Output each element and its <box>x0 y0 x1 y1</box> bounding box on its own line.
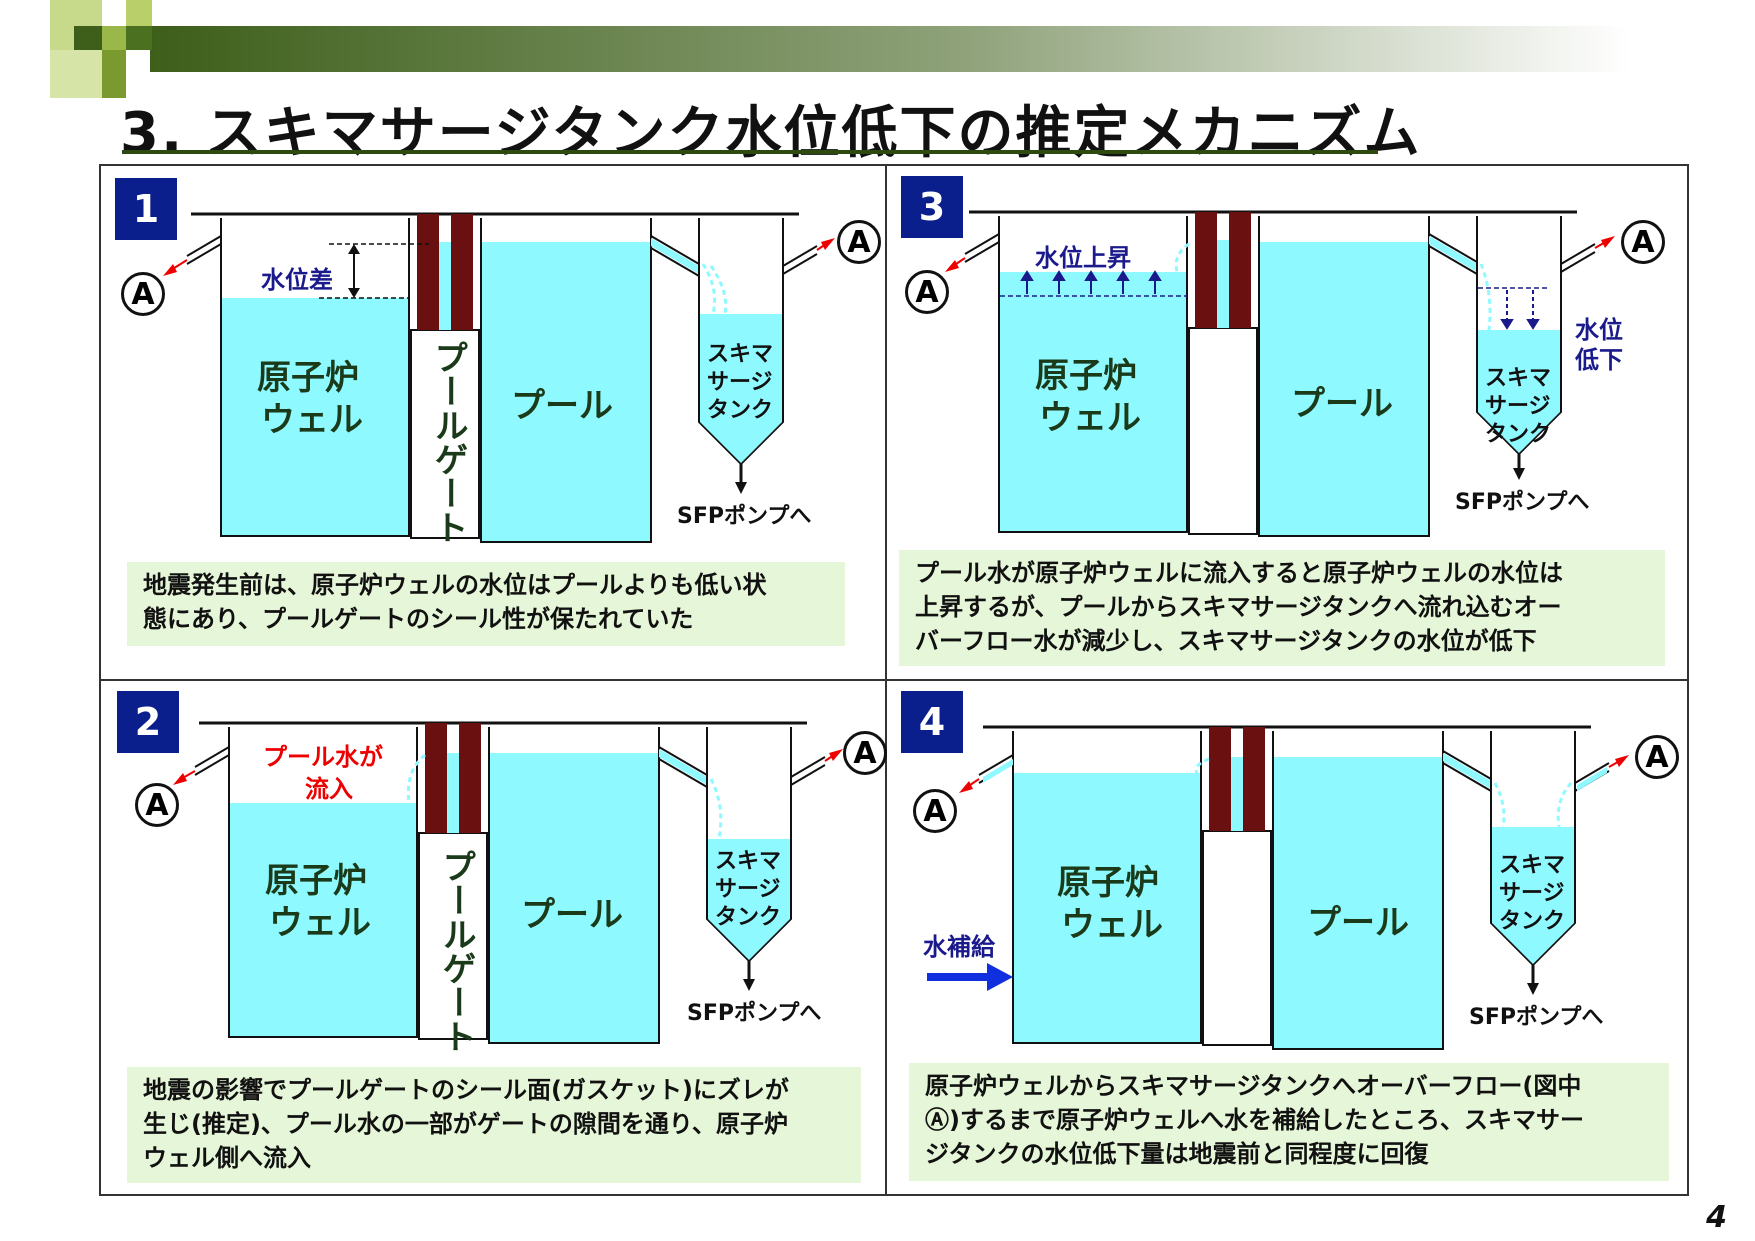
panel-4-caption-line: 原子炉ウェルからスキマサージタンクへオーバーフロー(図中 <box>925 1072 1582 1100</box>
panel-2-caption-line: ウェル側へ流入 <box>143 1144 311 1172</box>
panel-1-skimmer-line1: スキマ <box>707 342 774 367</box>
panel-2-reactor-well-line2: ウェル <box>269 903 371 943</box>
panel-2-skimmer-line3: タンク <box>715 905 782 930</box>
panel-3-reactor-well-line2: ウェル <box>1039 398 1141 438</box>
panel-2-inflow-label-line1: プール水が <box>263 743 383 771</box>
panel-1-caption: 地震発生前は、原子炉ウェルの水位はプールよりも低い状 態にあり、プールゲートのシ… <box>127 562 845 646</box>
title-underline <box>122 150 1378 154</box>
panel-3-caption: プール水が原子炉ウェルに流入すると原子炉ウェルの水位は 上昇するが、プールからス… <box>899 550 1665 666</box>
panel-4-pool-label: プール <box>1307 903 1409 943</box>
panel-3-caption-line: 上昇するが、プールからスキマサージタンクへ流れ込むオー <box>915 593 1562 621</box>
panel-2-number: 2 <box>117 691 179 753</box>
panel-3-marker-a-left: A <box>905 270 949 314</box>
panel-1: 1 A A 水位差 原子炉 ウェル プールゲート プール スキマ サージ タンク… <box>99 164 885 679</box>
panel-4-skimmer-line1: スキマ <box>1499 853 1566 878</box>
panel-3-level-drop-line2: 低下 <box>1575 346 1623 374</box>
panel-4-skimmer-line2: サージ <box>1499 881 1565 906</box>
panel-4-skimmer-line3: タンク <box>1499 909 1566 934</box>
panel-1-diagram <box>163 212 835 543</box>
panel-4-number: 4 <box>901 691 963 753</box>
page-title: 3. スキマサージタンク水位低下の推定メカニズム <box>120 101 1422 166</box>
panel-4-sfp-pump-label: SFPポンプへ <box>1469 1005 1604 1030</box>
panel-3-sfp-pump-label: SFPポンプへ <box>1455 490 1590 515</box>
panel-3-marker-a-right: A <box>1621 220 1665 264</box>
panel-2-caption-line: 地震の影響でプールゲートのシール面(ガスケット)にズレが <box>143 1076 789 1104</box>
panel-2-caption: 地震の影響でプールゲートのシール面(ガスケット)にズレが 生じ(推定)、プール水… <box>127 1067 861 1183</box>
panel-4-reactor-well-line1: 原子炉 <box>1057 863 1159 903</box>
panel-1-marker-a-right: A <box>837 220 881 264</box>
panel-4-reactor-well-line2: ウェル <box>1061 905 1163 945</box>
panel-2-skimmer-line1: スキマ <box>715 849 782 874</box>
panel-4-caption-line: ジタンクの水位低下量は地震前と同程度に回復 <box>925 1140 1429 1168</box>
panel-4-marker-a-left: A <box>913 789 957 833</box>
panel-4-diagram <box>927 725 1629 1050</box>
panel-1-skimmer-line3: タンク <box>707 398 774 423</box>
panel-2-pool-gate-label: プールゲート <box>436 849 476 1053</box>
panel-3-reactor-well-line1: 原子炉 <box>1035 356 1137 396</box>
panel-1-reactor-well-line1: 原子炉 <box>257 358 359 398</box>
panel-3-pool-label: プール <box>1291 384 1393 424</box>
grid-divider-horizontal <box>99 679 1689 681</box>
panel-3-skimmer-line1: スキマ <box>1485 366 1552 391</box>
panel-3-level-drop-line1: 水位 <box>1575 316 1623 344</box>
panel-1-marker-a-left: A <box>121 272 165 316</box>
panel-2-reactor-well-line1: 原子炉 <box>265 861 367 901</box>
panel-1-reactor-well-line2: ウェル <box>261 400 363 440</box>
panel-3-caption-line: プール水が原子炉ウェルに流入すると原子炉ウェルの水位は <box>915 559 1563 587</box>
panel-2: 2 A A プール水が 流入 原子炉 ウェル プールゲート プール スキマ サー… <box>99 681 887 1196</box>
panel-2-sfp-pump-label: SFPポンプへ <box>687 1001 822 1026</box>
panel-1-level-difference-label: 水位差 <box>261 266 333 294</box>
panel-2-inflow-label-line2: 流入 <box>305 775 353 803</box>
panel-3-number: 3 <box>901 176 963 238</box>
panel-4: 4 A A 水補給 原子炉 ウェル プール スキマ サージ タンク SFPポンプ… <box>887 681 1689 1196</box>
panel-2-marker-a-right: A <box>843 731 887 775</box>
panel-1-sfp-pump-label: SFPポンプへ <box>677 504 812 529</box>
panel-2-diagram <box>173 721 843 1044</box>
panel-1-pool-gate-label: プールゲート <box>428 340 468 544</box>
page-number: 4 <box>1706 1200 1727 1235</box>
panel-2-marker-a-left: A <box>135 783 179 827</box>
panel-1-pool-label: プール <box>511 386 613 426</box>
panel-1-caption-line: 地震発生前は、原子炉ウェルの水位はプールよりも低い状 <box>143 571 767 599</box>
panel-4-caption: 原子炉ウェルからスキマサージタンクへオーバーフロー(図中 Ⓐ)するまで原子炉ウェ… <box>909 1063 1669 1181</box>
panel-3-level-rise-label: 水位上昇 <box>1035 244 1131 272</box>
panel-2-caption-line: 生じ(推定)、プール水の一部がゲートの隙間を通り、原子炉 <box>143 1110 788 1138</box>
panel-4-marker-a-right: A <box>1635 735 1679 779</box>
panel-2-skimmer-line2: サージ <box>715 877 781 902</box>
panel-4-caption-line: Ⓐ)するまで原子炉ウェルへ水を補給したところ、スキマサー <box>925 1106 1584 1134</box>
panel-2-pool-label: プール <box>521 895 623 935</box>
panel-1-skimmer-line2: サージ <box>707 370 773 395</box>
panel-3-diagram <box>945 210 1615 537</box>
panel-3-caption-line: バーフロー水が減少し、スキマサージタンクの水位が低下 <box>915 627 1537 655</box>
panel-1-number: 1 <box>115 178 177 240</box>
panel-1-caption-line: 態にあり、プールゲートのシール性が保たれていた <box>143 605 694 633</box>
header-decoration <box>50 0 1630 98</box>
panel-4-water-supply-label: 水補給 <box>923 933 995 961</box>
panel-3: 3 A A 水位上昇 水位 低下 原子炉 ウェル プール スキマ サージ タンク… <box>887 164 1689 679</box>
panel-3-skimmer-line3: タンク <box>1485 422 1552 447</box>
panel-3-skimmer-line2: サージ <box>1485 394 1551 419</box>
